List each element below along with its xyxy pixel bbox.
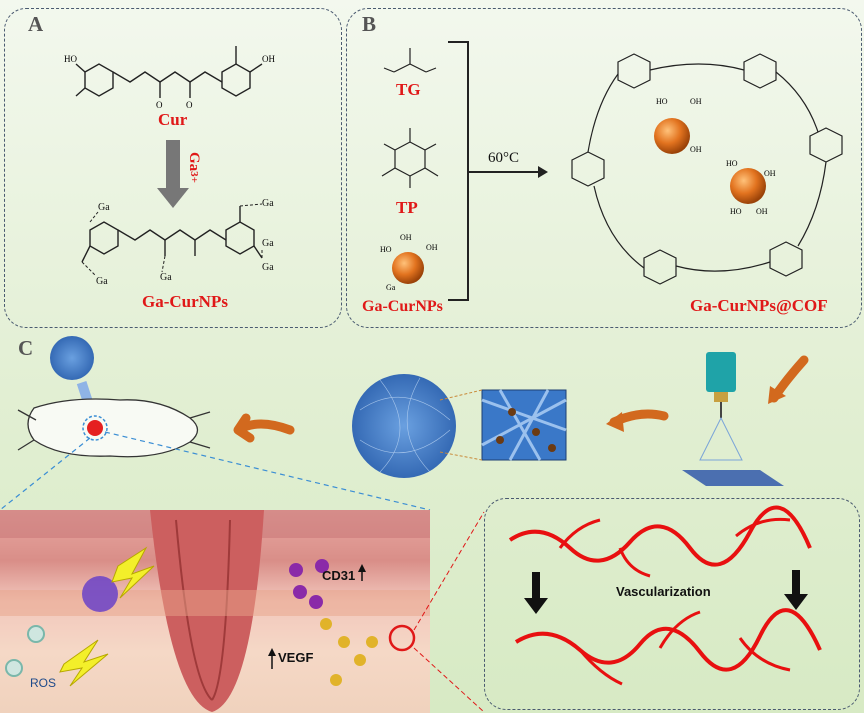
ros-particle-icon [82, 576, 118, 612]
wound-crevice [150, 510, 264, 712]
cof-product-label: Ga-CurNPs@COF [690, 296, 828, 315]
scaffold-small-icon [50, 336, 94, 380]
lightning-icon-2 [59, 639, 109, 687]
cur-label: Cur [158, 110, 188, 129]
panel-b-label: B [362, 12, 377, 36]
collector-plate-icon [682, 470, 784, 486]
panel-a-label: A [28, 12, 44, 36]
panel-c-label: C [18, 336, 34, 360]
vegf-label: VEGF [278, 650, 314, 665]
ga-reagent-charge: 3+ [188, 171, 200, 183]
ga-atom-3: Ga [160, 272, 172, 283]
skin-tissue [0, 510, 430, 713]
tg-label: TG [396, 80, 421, 99]
orange-arrow-1 [233, 413, 295, 443]
panel-b-frame [346, 8, 862, 328]
ga-atom-1: Ga [98, 202, 110, 213]
vascularization-frame [484, 498, 860, 710]
orange-arrow-3 [769, 355, 809, 403]
ga-reagent-symbol: Ga [186, 152, 202, 172]
cd31-label: CD31 [322, 568, 356, 583]
ga-atom-2: Ga [96, 276, 108, 287]
ga-curnps-label-a: Ga-CurNPs [142, 292, 228, 311]
ga-atom-6: Ga [262, 262, 274, 273]
syringe-icon [706, 352, 736, 392]
mouse-outline-icon [17, 398, 211, 458]
vessel-highlight-circle [388, 624, 416, 652]
ga-curnps-label-b: Ga-CurNPs [362, 298, 443, 315]
vascularization-label: Vascularization [616, 584, 711, 599]
ga-atom-5: Ga [262, 238, 274, 249]
panel-a-frame [4, 8, 342, 328]
tp-label: TP [396, 198, 418, 217]
ga-atom-4: Ga [262, 198, 274, 209]
scaffold-large-icon [352, 374, 456, 478]
wound-dot [87, 420, 103, 436]
lightning-icon-1 [111, 546, 155, 599]
orange-arrow-2 [609, 409, 669, 427]
scaffold-zoom-icon [481, 389, 567, 461]
ga-reagent-label: Ga3+ [185, 152, 202, 183]
temperature-label: 60°C [488, 150, 520, 166]
ros-label: ROS [30, 676, 57, 690]
